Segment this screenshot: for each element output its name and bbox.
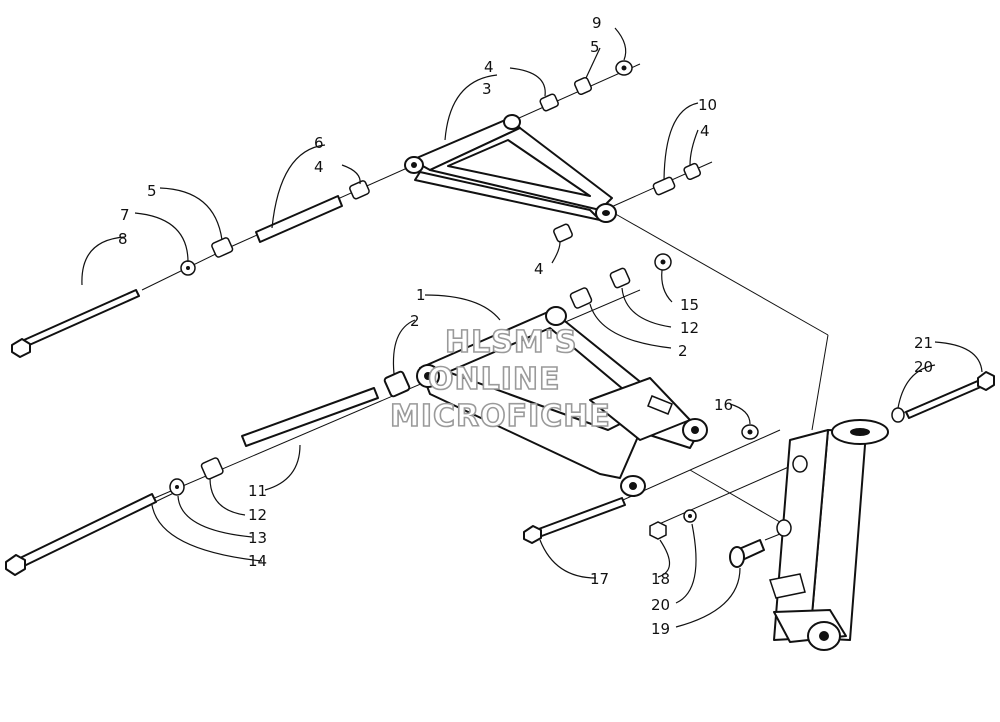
callout-17: 17 bbox=[590, 570, 609, 588]
callout-12-right: 12 bbox=[680, 319, 699, 337]
callout-2-left: 2 bbox=[410, 312, 420, 330]
callout-8: 8 bbox=[118, 230, 128, 248]
callout-19: 19 bbox=[651, 620, 670, 638]
watermark-line-2: ONLINE bbox=[428, 362, 561, 397]
callout-11: 11 bbox=[248, 482, 267, 500]
callout-20-bottom: 20 bbox=[651, 596, 670, 614]
lower-a-arm bbox=[416, 306, 708, 497]
watermark: HLSM'S ONLINE MICROFICHE bbox=[389, 324, 611, 435]
watermark-line-1: HLSM'S bbox=[445, 325, 577, 360]
callout-4-left: 4 bbox=[314, 158, 324, 176]
callout-20-right: 20 bbox=[914, 358, 933, 376]
callout-6: 6 bbox=[314, 134, 324, 152]
callout-13: 13 bbox=[248, 529, 267, 547]
lower-hardware bbox=[5, 253, 995, 576]
callout-7: 7 bbox=[120, 206, 130, 224]
callout-3: 3 bbox=[482, 80, 492, 98]
callout-21: 21 bbox=[914, 334, 933, 352]
callout-5-left: 5 bbox=[147, 182, 157, 200]
callout-labels: 1 2 2 3 4 4 4 4 5 5 6 7 8 9 10 11 12 12 … bbox=[118, 14, 933, 638]
watermark-line-3: MICROFICHE bbox=[390, 399, 611, 434]
callout-18: 18 bbox=[651, 570, 670, 588]
upper-hardware bbox=[11, 60, 702, 358]
callout-4-top: 4 bbox=[484, 58, 494, 76]
callout-10: 10 bbox=[698, 96, 717, 114]
callout-14: 14 bbox=[248, 552, 267, 570]
callout-1: 1 bbox=[416, 286, 426, 304]
callout-15: 15 bbox=[680, 296, 699, 314]
upper-a-arm bbox=[404, 114, 617, 223]
callout-5-top: 5 bbox=[590, 38, 600, 56]
callout-16: 16 bbox=[714, 396, 733, 414]
callout-4-bottom: 4 bbox=[534, 260, 544, 278]
callout-2-right: 2 bbox=[678, 342, 688, 360]
callout-9: 9 bbox=[592, 14, 602, 32]
callout-4-right: 4 bbox=[700, 122, 710, 140]
callout-12-left: 12 bbox=[248, 506, 267, 524]
spindle-assembly bbox=[769, 419, 889, 651]
leader-lines bbox=[81, 27, 983, 628]
